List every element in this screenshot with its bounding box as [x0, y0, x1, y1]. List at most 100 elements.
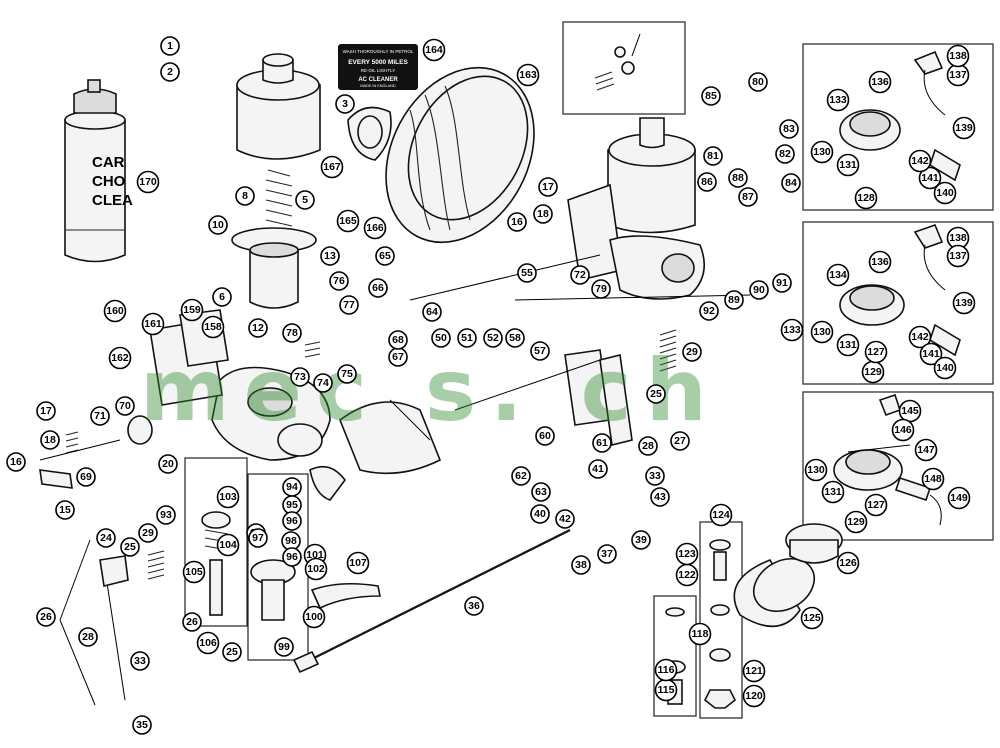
callout-145[interactable]: 145: [898, 399, 922, 423]
callout-131c[interactable]: 131: [821, 480, 845, 504]
callout-29b[interactable]: 29: [138, 523, 158, 543]
callout-76[interactable]: 76: [329, 271, 349, 291]
callout-99[interactable]: 99: [274, 637, 294, 657]
callout-52[interactable]: 52: [483, 328, 503, 348]
callout-96b[interactable]: 96: [282, 547, 302, 567]
callout-140b[interactable]: 140: [933, 356, 957, 380]
callout-136[interactable]: 136: [868, 70, 892, 94]
callout-91[interactable]: 91: [772, 273, 792, 293]
callout-96[interactable]: 96: [282, 511, 302, 531]
callout-90[interactable]: 90: [749, 280, 769, 300]
callout-129[interactable]: 129: [861, 360, 885, 384]
callout-25b[interactable]: 25: [222, 642, 242, 662]
callout-121[interactable]: 121: [742, 659, 766, 683]
callout-64[interactable]: 64: [422, 302, 442, 322]
callout-107[interactable]: 107: [346, 551, 370, 575]
callout-55[interactable]: 55: [517, 263, 537, 283]
callout-80[interactable]: 80: [748, 72, 768, 92]
callout-42[interactable]: 42: [555, 509, 575, 529]
callout-87[interactable]: 87: [738, 187, 758, 207]
callout-27[interactable]: 27: [670, 431, 690, 451]
callout-15[interactable]: 15: [55, 500, 75, 520]
callout-77[interactable]: 77: [339, 295, 359, 315]
callout-141b[interactable]: 141: [919, 342, 943, 366]
callout-133[interactable]: 133: [826, 88, 850, 112]
callout-130[interactable]: 130: [810, 140, 834, 164]
callout-158[interactable]: 158: [201, 315, 225, 339]
callout-65[interactable]: 65: [375, 246, 395, 266]
callout-86[interactable]: 86: [697, 172, 717, 192]
callout-142b[interactable]: 142: [908, 325, 932, 349]
callout-97[interactable]: 97: [248, 528, 268, 548]
callout-41[interactable]: 41: [588, 459, 608, 479]
callout-161[interactable]: 161: [141, 312, 165, 336]
callout-129b[interactable]: 129: [844, 510, 868, 534]
callout-165[interactable]: 165: [336, 209, 360, 233]
callout-103[interactable]: 103: [216, 485, 240, 509]
callout-134[interactable]: 134: [826, 263, 850, 287]
callout-142[interactable]: 142: [908, 149, 932, 173]
callout-16b[interactable]: 16: [507, 212, 527, 232]
callout-136b[interactable]: 136: [868, 250, 892, 274]
callout-28b[interactable]: 28: [78, 627, 98, 647]
callout-164[interactable]: 164: [422, 38, 446, 62]
callout-126[interactable]: 126: [836, 551, 860, 575]
callout-149[interactable]: 149: [947, 486, 971, 510]
callout-28[interactable]: 28: [638, 436, 658, 456]
callout-139b[interactable]: 139: [952, 291, 976, 315]
callout-120[interactable]: 120: [742, 684, 766, 708]
callout-38[interactable]: 38: [571, 555, 591, 575]
callout-100[interactable]: 100: [302, 605, 326, 629]
callout-58[interactable]: 58: [505, 328, 525, 348]
callout-70[interactable]: 70: [115, 396, 135, 416]
callout-148[interactable]: 148: [921, 467, 945, 491]
callout-128[interactable]: 128: [854, 186, 878, 210]
callout-137[interactable]: 137: [946, 63, 970, 87]
callout-61[interactable]: 61: [592, 433, 612, 453]
callout-105[interactable]: 105: [182, 560, 206, 584]
callout-127[interactable]: 127: [864, 493, 888, 517]
callout-137b[interactable]: 137: [946, 244, 970, 268]
callout-2[interactable]: 2: [160, 62, 180, 82]
callout-88[interactable]: 88: [728, 168, 748, 188]
callout-139[interactable]: 139: [952, 116, 976, 140]
callout-163[interactable]: 163: [516, 63, 540, 87]
callout-82[interactable]: 82: [775, 144, 795, 164]
callout-79[interactable]: 79: [591, 279, 611, 299]
callout-122[interactable]: 122: [675, 563, 699, 587]
callout-125[interactable]: 125: [800, 606, 824, 630]
callout-127b[interactable]: 127: [864, 340, 888, 364]
callout-33[interactable]: 33: [645, 466, 665, 486]
callout-131[interactable]: 131: [836, 153, 860, 177]
callout-16[interactable]: 16: [6, 452, 26, 472]
callout-72[interactable]: 72: [570, 265, 590, 285]
callout-102[interactable]: 102: [304, 557, 328, 581]
callout-147[interactable]: 147: [914, 438, 938, 462]
callout-26[interactable]: 26: [36, 607, 56, 627]
callout-170[interactable]: 170: [136, 170, 160, 194]
callout-146[interactable]: 146: [891, 418, 915, 442]
callout-60[interactable]: 60: [535, 426, 555, 446]
callout-98[interactable]: 98: [281, 531, 301, 551]
callout-74[interactable]: 74: [313, 373, 333, 393]
callout-20[interactable]: 20: [158, 454, 178, 474]
callout-33b[interactable]: 33: [130, 651, 150, 671]
callout-83[interactable]: 83: [779, 119, 799, 139]
callout-69[interactable]: 69: [76, 467, 96, 487]
callout-71[interactable]: 71: [90, 406, 110, 426]
callout-116[interactable]: 116: [654, 658, 678, 682]
callout-43[interactable]: 43: [650, 487, 670, 507]
callout-68[interactable]: 68: [388, 330, 408, 350]
callout-89[interactable]: 89: [724, 290, 744, 310]
callout-17[interactable]: 17: [36, 401, 56, 421]
callout-8[interactable]: 8: [235, 186, 255, 206]
callout-140[interactable]: 140: [933, 181, 957, 205]
callout-75[interactable]: 75: [337, 364, 357, 384]
callout-1[interactable]: 1: [160, 36, 180, 56]
callout-162[interactable]: 162: [108, 346, 132, 370]
callout-51[interactable]: 51: [457, 328, 477, 348]
callout-25[interactable]: 25: [120, 537, 140, 557]
callout-95[interactable]: 95: [282, 495, 302, 515]
callout-133b[interactable]: 133: [780, 318, 804, 342]
callout-29[interactable]: 29: [682, 342, 702, 362]
